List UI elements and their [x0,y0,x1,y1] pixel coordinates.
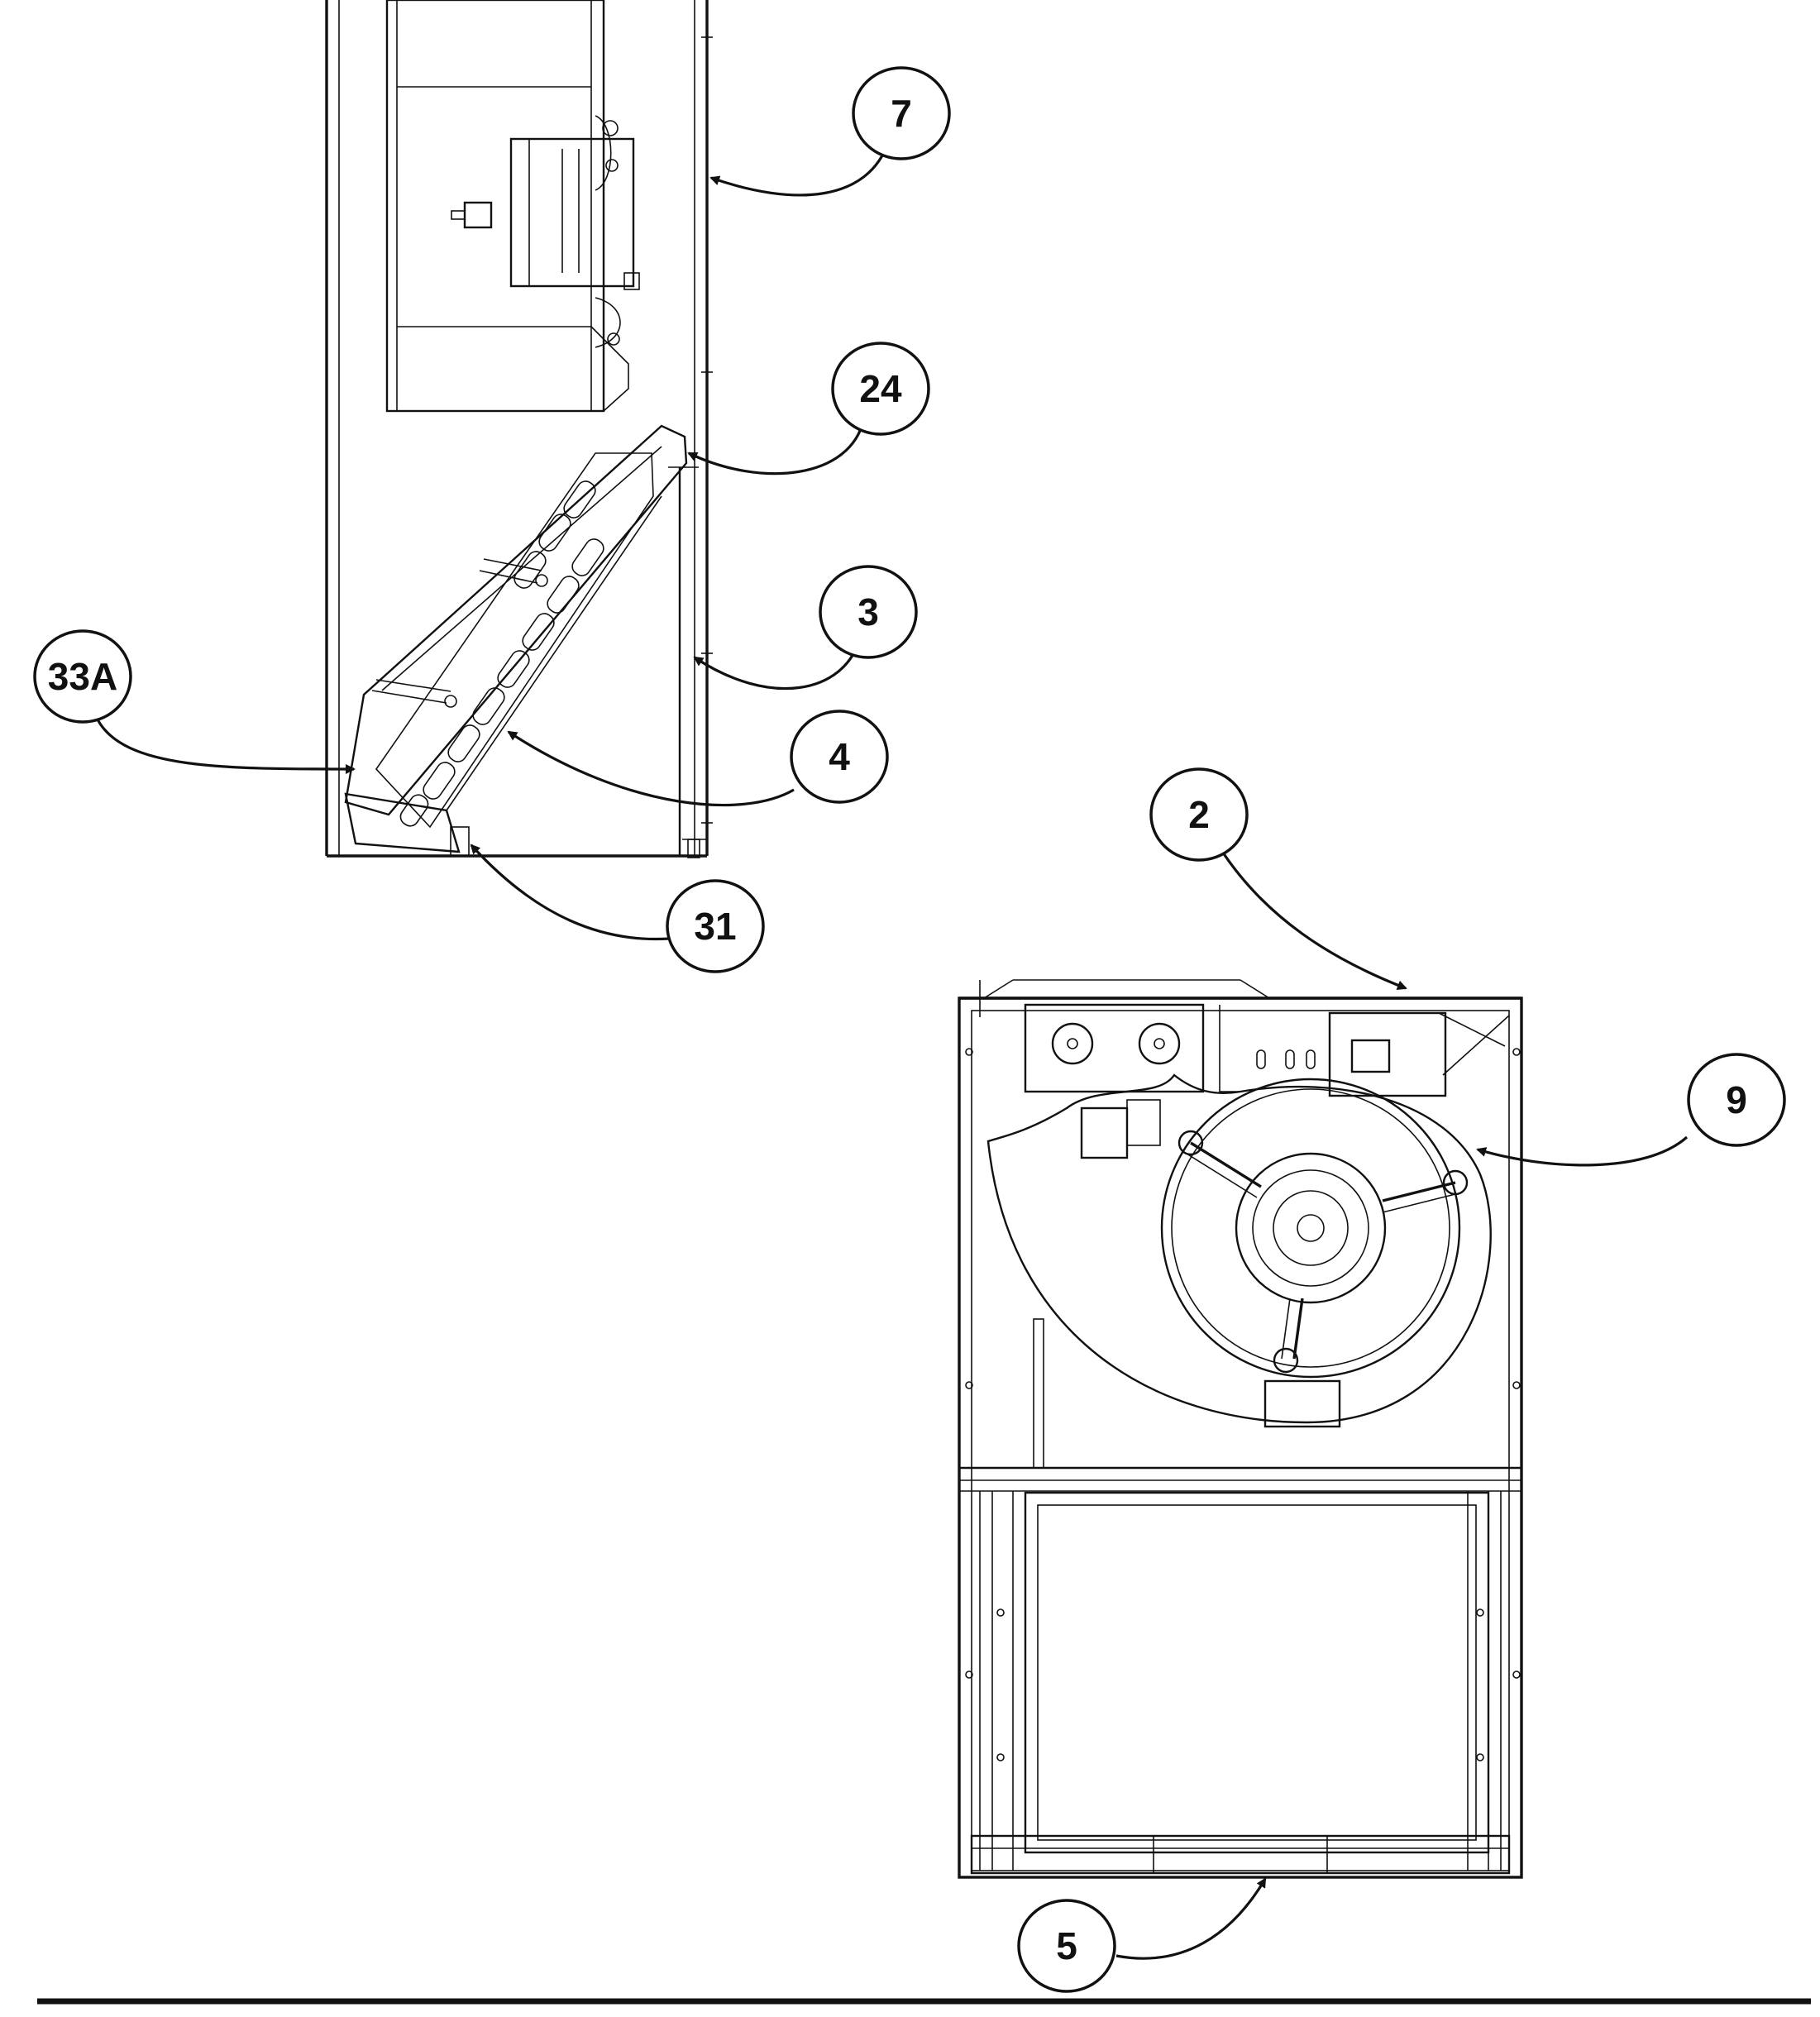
callout-2-label: 2 [1188,793,1210,836]
callout-4-label: 4 [829,735,850,778]
leader-9 [1476,1135,1689,1167]
callout-31[interactable]: 31 [666,879,765,973]
leader-5 [1115,1877,1267,1960]
blower-wheel-front [986,1073,1492,1469]
leader-3 [693,638,862,691]
callout-31-label: 31 [694,905,736,948]
callout-7-label: 7 [891,92,912,135]
callout-9[interactable]: 9 [1687,1053,1786,1147]
callout-5-label: 5 [1056,1924,1077,1967]
side-view-cabinet [325,0,713,858]
leader-7 [709,140,891,197]
callout-33A[interactable]: 33A [33,629,132,724]
callout-2[interactable]: 2 [1149,767,1249,862]
callout-7[interactable]: 7 [852,66,951,160]
leader-4 [507,730,795,807]
callout-9-label: 9 [1726,1078,1747,1121]
callout-24[interactable]: 24 [831,342,930,436]
front-view-cabinet [958,979,1523,1879]
leader-lines [96,140,1689,1960]
leader-33A [96,719,356,774]
callout-5[interactable]: 5 [1017,1899,1116,1993]
callout-3[interactable]: 3 [819,565,918,659]
base-rail [970,1834,1511,1875]
leader-31 [470,844,671,941]
callout-3-label: 3 [857,590,879,633]
callout-24-label: 24 [859,367,902,410]
callout-4[interactable]: 4 [790,710,889,804]
leader-2 [1218,847,1407,990]
drain-pan-side [344,792,470,857]
coil-slots [399,480,604,827]
filter-rack [979,1491,1502,1871]
control-panel [1024,1003,1510,1097]
callout-33A-label: 33A [48,655,117,698]
blower-assembly-side [385,0,640,413]
evaporator-coil-side [344,424,688,829]
leader-24 [687,417,866,476]
